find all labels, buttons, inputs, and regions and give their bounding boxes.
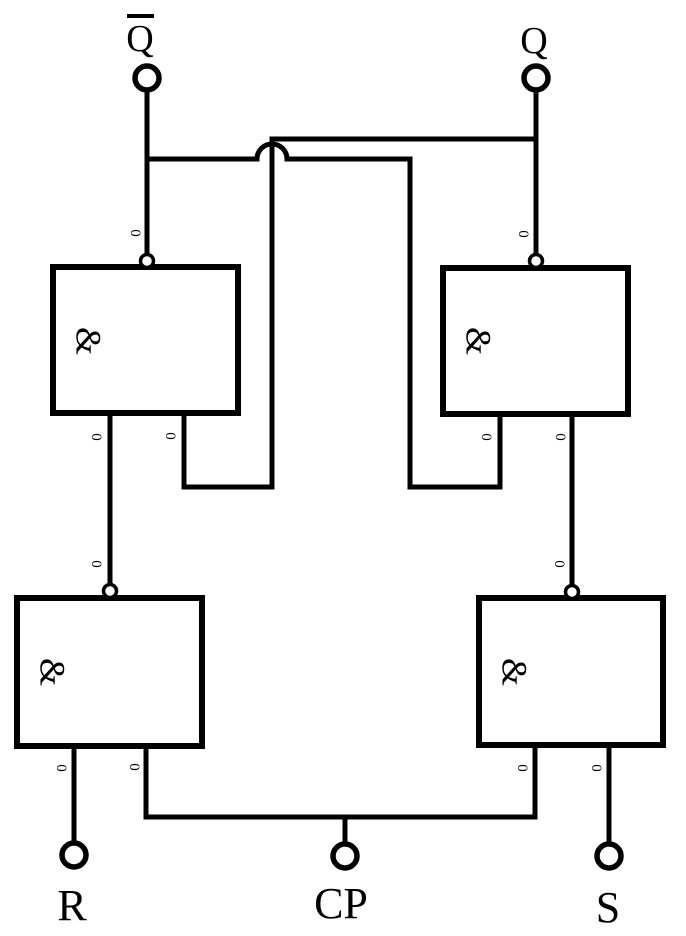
gate-and-symbol-bottom-right: &	[494, 658, 534, 686]
gate-symbol-group: & & & &	[32, 327, 534, 686]
pin-label-g3-output: 0	[88, 560, 104, 568]
terminal-label-group: Q Q R CP S	[57, 14, 620, 932]
pin-label-g4-input-s: 0	[588, 764, 604, 772]
pin-label-g1-output: 0	[127, 229, 143, 237]
terminal-s	[594, 841, 624, 871]
terminal-q	[521, 63, 551, 93]
inversion-bubble-bottom-right	[563, 583, 581, 601]
pin-label-g2-output: 0	[515, 230, 531, 238]
gate-and-symbol-top-left: &	[68, 327, 108, 355]
wire-cp-rail	[143, 745, 538, 820]
pin-label-g4-input-cp: 0	[514, 764, 530, 772]
label-cp: CP	[314, 879, 368, 928]
label-s: S	[596, 883, 620, 932]
terminal-cp	[330, 841, 360, 871]
gate-and-symbol-top-right: &	[458, 327, 498, 355]
inversion-bubble-bottom-left	[101, 582, 119, 600]
pin-label-g4-output: 0	[551, 560, 567, 568]
pin-label-g2-input1: 0	[478, 433, 494, 441]
gate-and-symbol-bottom-left: &	[32, 658, 72, 686]
wire-qbar-to-g2-feedback	[147, 141, 503, 490]
terminal-qbar	[132, 63, 162, 93]
inversion-bubble-top-right	[527, 252, 545, 270]
nand-gate-bottom-right-box	[476, 595, 666, 748]
nand-gate-bottom-left-box	[14, 595, 205, 749]
inversion-bubble-group	[101, 252, 581, 601]
inversion-bubble-top-left	[138, 252, 156, 270]
pin-label-g2-input2: 0	[552, 433, 568, 441]
pin-label-g1-input1: 0	[88, 433, 104, 441]
label-qbar: Q	[126, 18, 153, 60]
wire-q-to-g1-feedback	[181, 136, 536, 490]
pin-label-g3-input-r: 0	[53, 764, 69, 772]
terminal-group	[59, 63, 624, 871]
label-q: Q	[520, 20, 547, 62]
pin-label-group: 0 0 0 0 0 0 0 0 0 0 0 0	[53, 229, 604, 772]
terminal-r	[59, 840, 89, 870]
wire-group	[71, 90, 612, 844]
pin-label-g1-input2: 0	[162, 432, 178, 440]
gate-box-group	[14, 264, 666, 749]
pin-label-g3-input-cp: 0	[126, 763, 142, 771]
label-r: R	[57, 881, 87, 930]
